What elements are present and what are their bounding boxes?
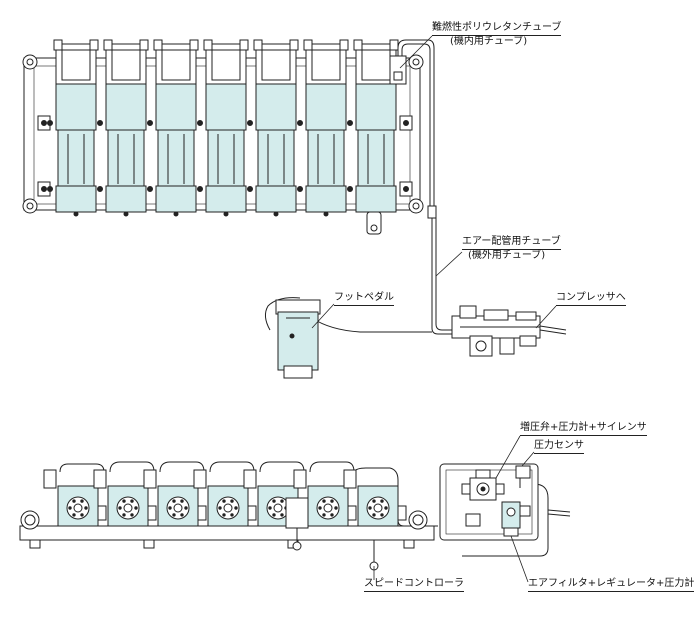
label-external-tube-line1: エアー配管用チューブ [462,236,561,250]
side-base-plate [19,525,435,541]
top-view [22,39,424,235]
label-internal-tube-line1: 難燃性ポリウレタンチューブ [432,22,562,36]
side-unit [143,469,207,527]
side-unit [43,469,107,527]
side-unit [343,469,407,527]
label-to-compressor: コンプレッサへ [556,292,626,306]
leader-lines [311,35,557,583]
label-filter-regulator: エアフィルタ+レギュレータ+圧力計 [528,578,695,592]
label-foot-pedal: フットペダル [334,292,394,306]
foot-pedal [275,299,321,379]
top-unit [97,39,149,217]
label-external-tube-line2: (機外用チューブ) [468,250,546,261]
side-feet [29,539,415,549]
label-internal-tube-line2: (機内用チューブ) [450,36,528,47]
label-booster-valve: 増圧弁+圧力計+サイレンサ [520,422,647,436]
label-internal-tube: 難燃性ポリウレタンチューブ (機内用チューブ) [432,22,562,48]
side-unit [193,469,257,527]
side-unit [93,469,157,527]
top-unit [297,39,349,217]
side-unit [293,469,357,527]
top-unit [47,39,99,217]
top-unit [147,39,199,217]
compressor-valve-block [451,305,541,357]
top-unit [247,39,299,217]
label-speed-controller: スピードコントローラ [364,578,464,592]
air-tubing [59,39,571,557]
pneumatic-panel [439,463,539,541]
top-unit [197,39,249,217]
label-external-tube: エアー配管用チューブ (機外用チューブ) [462,236,561,262]
base-caster-wheels [22,54,424,214]
label-pressure-sensor: 圧力センサ [534,440,584,454]
top-hanger-hook [366,211,382,235]
pressure-sensor [515,465,531,479]
top-unit [347,39,399,217]
side-view [19,469,475,571]
